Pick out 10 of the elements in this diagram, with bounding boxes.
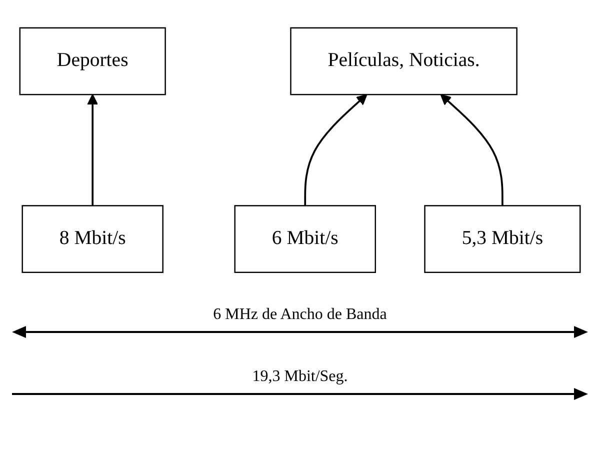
node-box: Deportes: [19, 27, 166, 96]
node-box: 5,3 Mbit/s: [424, 204, 581, 273]
node-box: 8 Mbit/s: [22, 204, 164, 273]
bitrate-label: 19,3 Mbit/Seg.: [252, 368, 348, 386]
node-box: 6 Mbit/s: [234, 204, 376, 273]
bandwidth-label: 6 MHz de Ancho de Banda: [213, 306, 387, 324]
node-box: Películas, Noticias.: [290, 27, 518, 96]
arrow: [440, 94, 504, 206]
arrow: [87, 94, 98, 206]
arrow: [304, 94, 368, 206]
